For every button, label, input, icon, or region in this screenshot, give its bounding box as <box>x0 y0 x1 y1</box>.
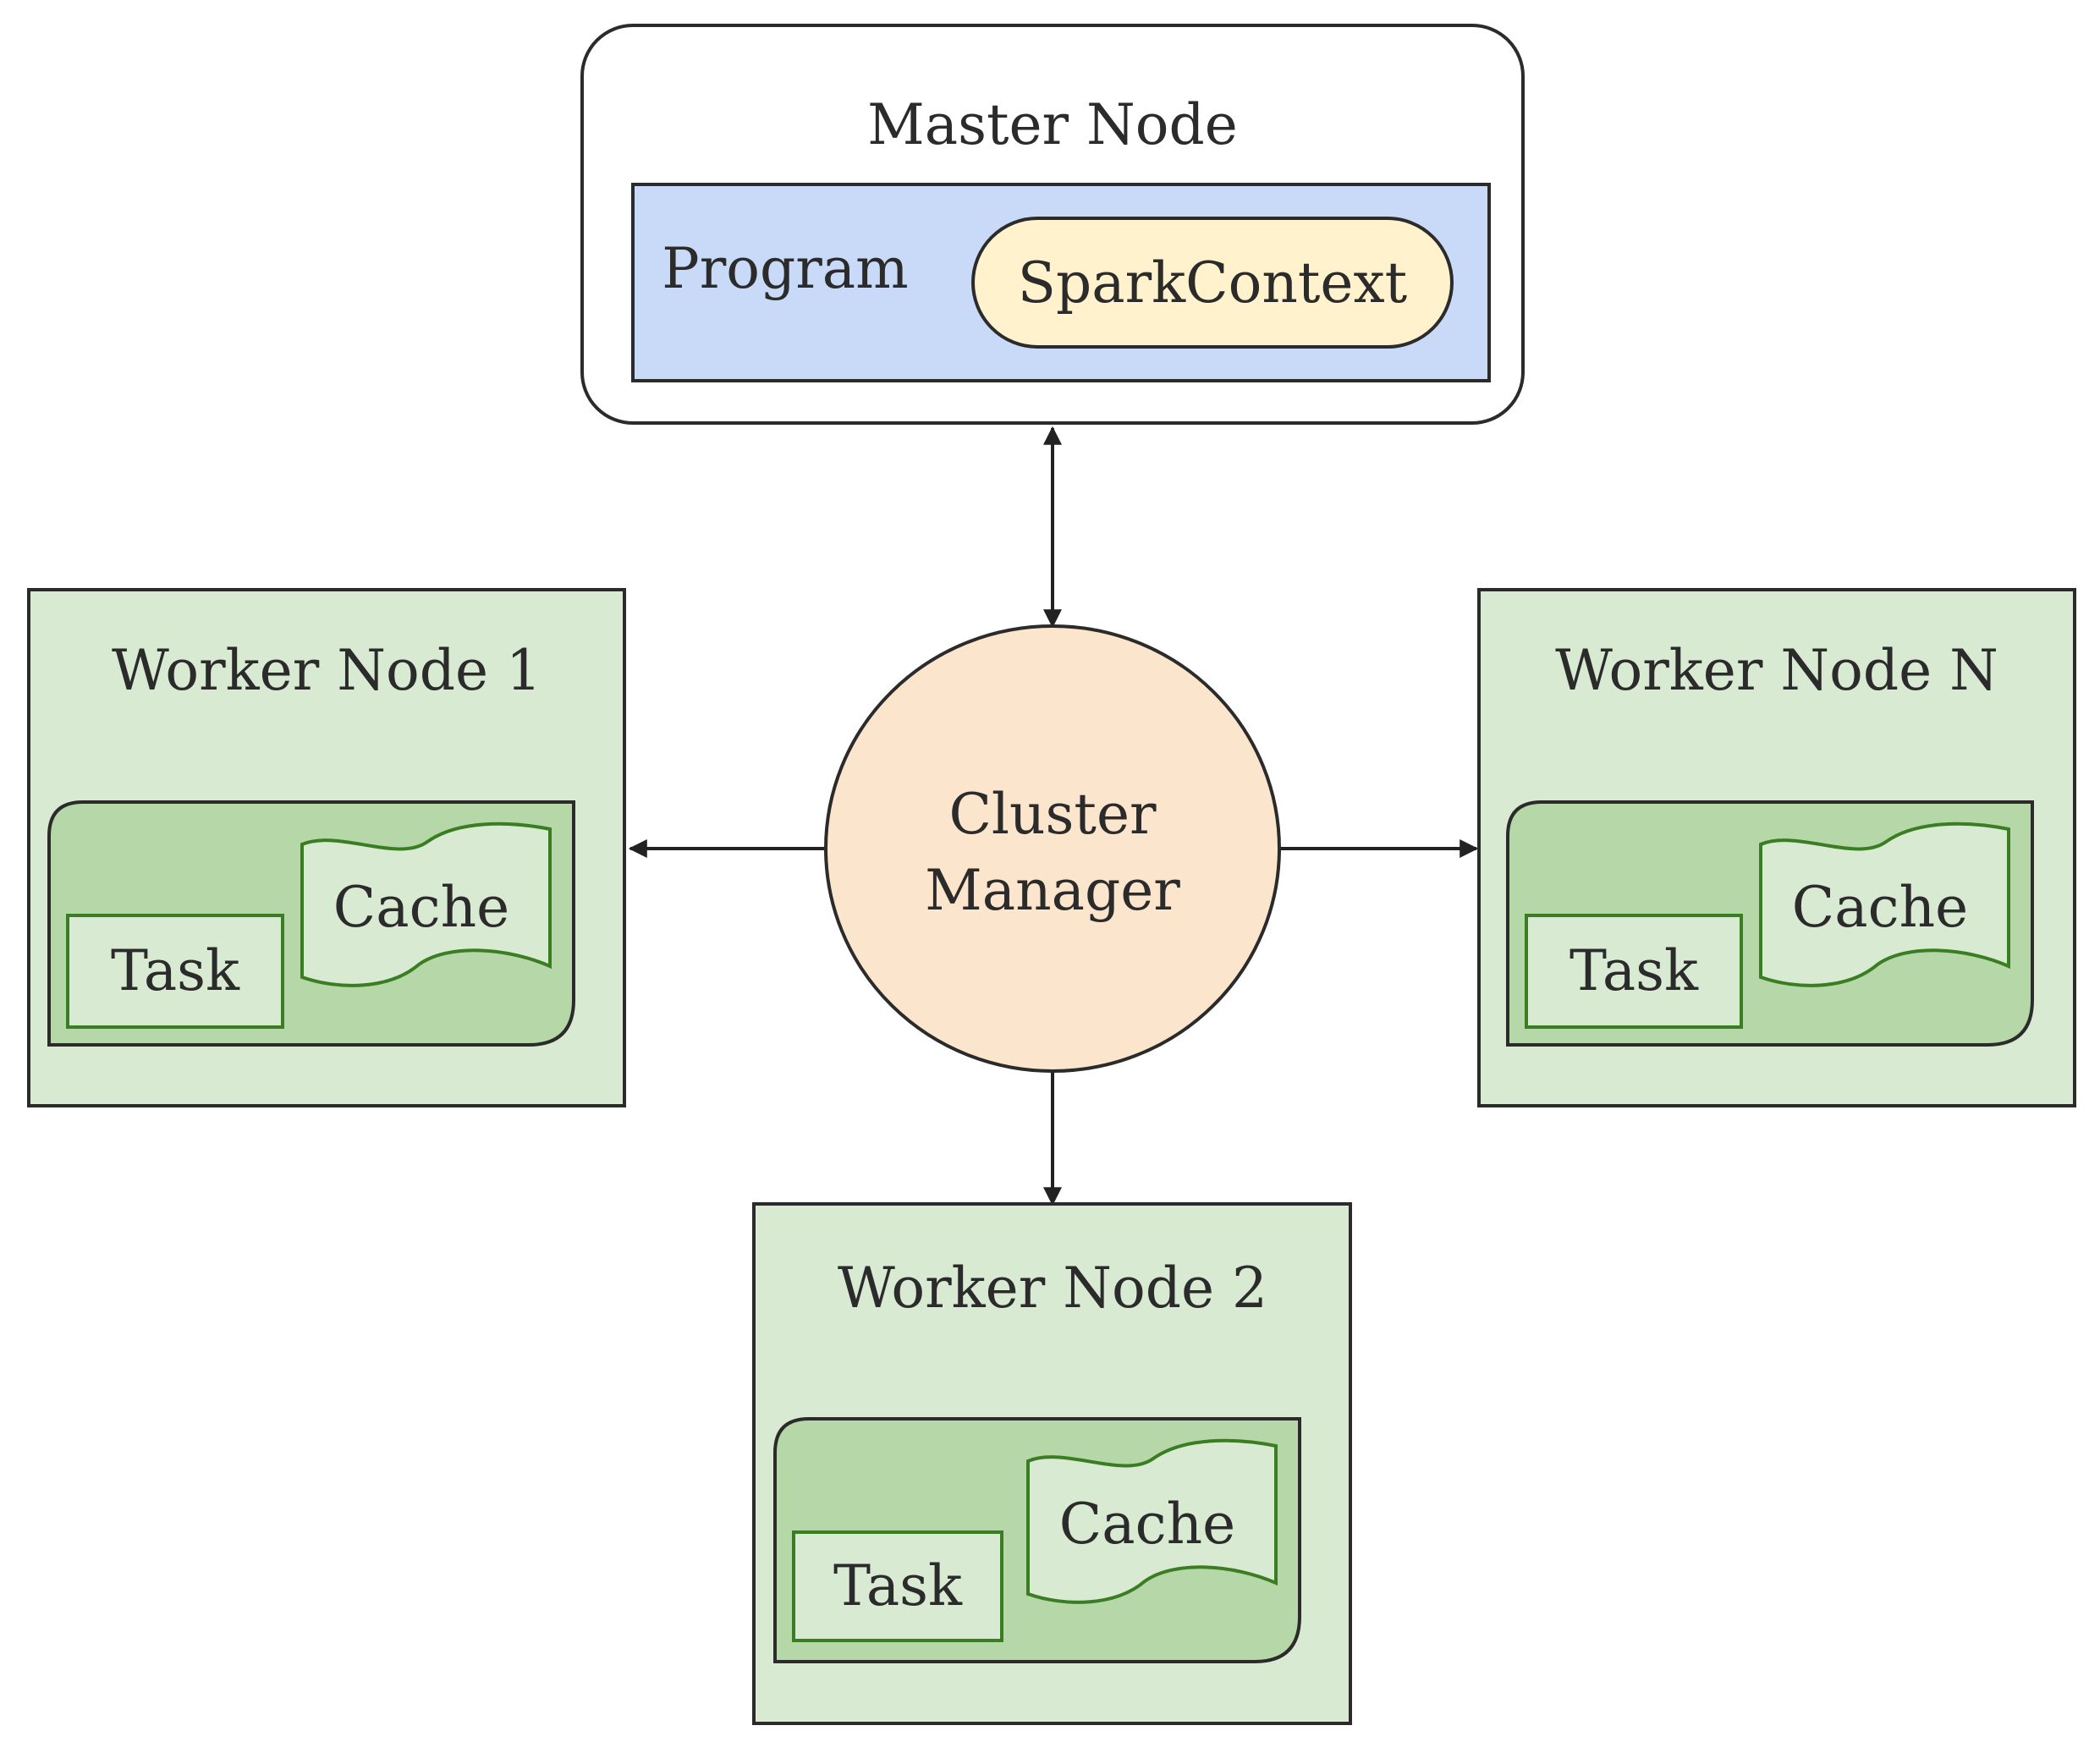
worker-node-n-title: Worker Node N <box>1555 638 1998 703</box>
worker-node-1-task-box <box>66 914 284 1029</box>
worker-node-2-cache-shape <box>1026 1438 1278 1604</box>
worker-node-1-cache-label: Cache <box>333 875 509 940</box>
worker-node-1-title: Worker Node 1 <box>112 638 541 703</box>
master-node: Master Node Program SparkContext <box>580 24 1525 425</box>
worker-node-n-cache-label: Cache <box>1792 875 1968 940</box>
cluster-manager-line2: Manager <box>925 858 1180 923</box>
worker-node-2-title: Worker Node 2 <box>838 1256 1267 1321</box>
spark-context-label: SparkContext <box>1018 250 1407 316</box>
program-label: Program <box>662 236 908 301</box>
master-node-title: Master Node <box>867 92 1238 157</box>
connections <box>628 426 1479 1206</box>
worker-node-n-task-box <box>1525 914 1743 1029</box>
worker-node-n: Worker Node N Task Cache <box>1477 588 2076 1107</box>
worker-node-n-task-label: Task <box>1570 938 1699 1003</box>
worker-node-1-task-label: Task <box>111 938 240 1003</box>
worker-node-1-cache-shape <box>300 822 552 987</box>
cluster-manager-line1: Cluster <box>948 782 1157 847</box>
worker-node-2-cache-label: Cache <box>1059 1492 1235 1557</box>
cluster-manager: Cluster Manager <box>824 624 1281 1073</box>
worker-node-1: Worker Node 1 Task Cache <box>27 588 626 1107</box>
worker-node-n-cache-shape <box>1759 822 2010 987</box>
cluster-manager-circle <box>824 624 1281 1073</box>
worker-node-2-task-box <box>792 1530 1003 1642</box>
worker-node-2-task-label: Task <box>833 1553 963 1618</box>
worker-node-2: Worker Node 2 Task Cache <box>752 1202 1352 1725</box>
spark-context-pill <box>971 217 1454 349</box>
